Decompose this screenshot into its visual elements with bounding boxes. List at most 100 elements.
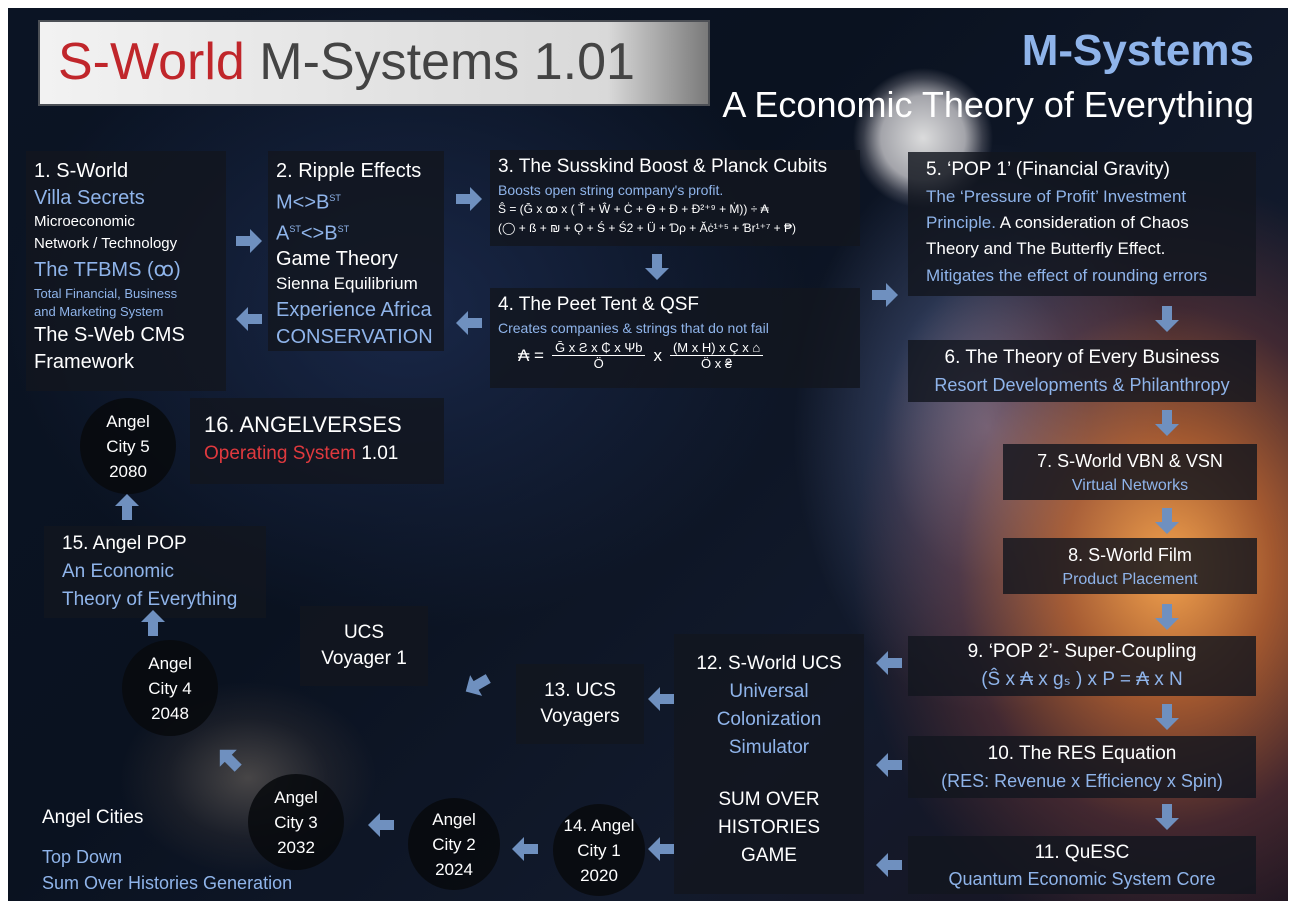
- node-1-line: and Marketing System: [34, 304, 164, 319]
- arrow-up-icon: [112, 492, 142, 522]
- node-8-s-world-film: 8. S-World Film Product Placement: [1003, 538, 1257, 594]
- legend-title: Angel Cities: [42, 807, 144, 828]
- node-2-text: A: [276, 222, 290, 245]
- arrow-left-icon: [510, 834, 540, 864]
- angel-city-3: Angel City 3 2032: [248, 774, 344, 870]
- node-4-peet-tent: 4. The Peet Tent & QSF Creates companies…: [490, 288, 860, 388]
- fraction-2-numerator: (M x H) x Ç x ⌂: [669, 340, 764, 356]
- brand-title: M-Systems: [1021, 26, 1254, 75]
- formula-lhs: ₳ =: [518, 345, 544, 365]
- node-15-line: Theory of Everything: [62, 589, 238, 610]
- node-2-line: Game Theory: [276, 248, 398, 271]
- node-5-title: 5. ‘POP 1’ (Financial Gravity): [926, 159, 1170, 180]
- node-13-ucs-voyagers: 13. UCS Voyagers: [516, 664, 644, 744]
- node-4-line: Creates companies & strings that do not …: [498, 320, 769, 336]
- node-12-line: Universal: [729, 681, 809, 702]
- city-line: Angel: [106, 411, 150, 431]
- node-1-line: The S-Web CMS: [34, 324, 185, 346]
- diagram-canvas: S-World M-Systems 1.01 M-Systems A Econo…: [8, 8, 1288, 901]
- legend: Angel Cities Top Down Sum Over Histories…: [42, 804, 292, 896]
- node-5-line: The ‘Pressure of Profit’ Investment: [926, 187, 1187, 206]
- node-5-line: Mitigates the effect of rounding errors: [926, 266, 1208, 285]
- node-5-line: Principle. A consideration of Chaos: [926, 210, 1248, 236]
- city-line: 2032: [277, 837, 315, 857]
- arrow-left-icon: [646, 684, 676, 714]
- node-2-text: M<>B: [276, 191, 330, 214]
- node-11-quesc: 11. QuESC Quantum Economic System Core: [908, 836, 1256, 894]
- arrow-left-icon: [874, 750, 904, 780]
- node-16-title: 16. ANGELVERSES: [204, 412, 402, 437]
- node-3-susskind-boost: 3. The Susskind Boost & Planck Cubits Bo…: [490, 150, 860, 246]
- node-6-line: Resort Developments & Philanthropy: [934, 375, 1230, 395]
- city-line: 14. Angel: [563, 815, 635, 835]
- arrow-right-icon: [234, 226, 264, 256]
- city-line: Angel: [432, 809, 476, 829]
- node-7-line: Virtual Networks: [1071, 477, 1189, 494]
- city-line: 2024: [435, 859, 473, 879]
- node-8-title: 8. S-World Film: [1068, 545, 1192, 565]
- arrow-up-left-icon: [214, 744, 244, 774]
- node-2-line: Experience Africa: [276, 299, 432, 322]
- city-line: City 4: [148, 678, 192, 698]
- node-3-formula: Ŝ = (Ḡ x ꝏ x ( Ť + Ŵ + Ċ + Ө + Đ + Ð²⁺⁹ …: [498, 202, 769, 216]
- node-10-line: (RES: Revenue x Efficiency x Spin): [941, 771, 1223, 791]
- node-5-line: Theory and The Butterfly Effect.: [926, 239, 1166, 258]
- node-1-line: Villa Secrets: [34, 187, 145, 209]
- arrow-up-icon: [138, 608, 168, 638]
- angel-city-2: Angel City 2 2024: [408, 798, 500, 890]
- fraction-1: Ḡ x Ƨ x ₵ x Ψb Ö: [552, 340, 646, 371]
- arrow-down-icon: [642, 252, 672, 282]
- node-15-title: 15. Angel POP: [62, 533, 187, 554]
- node-12-line: HISTORIES: [717, 817, 821, 838]
- node-1-line: Total Financial, Business: [34, 286, 178, 301]
- arrow-left-icon: [234, 304, 264, 334]
- angel-city-4: Angel City 4 2048: [122, 640, 218, 736]
- node-ucs-voyager-1: UCS Voyager 1: [300, 606, 428, 686]
- arrow-left-icon: [646, 834, 676, 864]
- node-2-title: 2. Ripple Effects: [276, 160, 422, 182]
- node-3-formula: (◯ + ß + ₪ + Ǫ + Ś + Ś2 + Ü + Ɗρ + Ăċ¹⁺⁵…: [498, 221, 797, 235]
- arrow-down-icon: [1152, 602, 1182, 632]
- node-1-s-world: 1. S-World Villa Secrets Microeconomic N…: [26, 151, 226, 391]
- fraction-1-numerator: Ḡ x Ƨ x ₵ x Ψb: [552, 340, 646, 356]
- arrow-down-icon: [1152, 304, 1182, 334]
- node-3-line: Boosts open string company's profit.: [498, 182, 724, 198]
- fraction-2: (M x H) x Ç x ⌂ Ö x ₴: [669, 340, 764, 371]
- node-2-line: CONSERVATION: [276, 326, 433, 349]
- city-line: City 2: [432, 834, 476, 854]
- arrow-down-icon: [1152, 802, 1182, 832]
- node-12-line: SUM OVER: [718, 789, 820, 810]
- node-1-title: 1. S-World: [34, 160, 129, 182]
- node-5-text: A consideration of Chaos: [995, 213, 1189, 232]
- node-4-title: 4. The Peet Tent & QSF: [498, 294, 700, 315]
- fraction-2-denominator: Ö x ₴: [701, 356, 733, 371]
- arrow-down-icon: [1152, 408, 1182, 438]
- node-9-formula: (Ŝ x ₳ x gₛ ) x P = ₳ x N: [981, 669, 1183, 690]
- node-11-title: 11. QuESC: [1034, 842, 1130, 863]
- node-2-sup: ST: [289, 223, 301, 234]
- node-8-line: Product Placement: [1062, 571, 1198, 588]
- node-16-line: Operating System 1.01: [204, 440, 430, 468]
- node-2-line: Sienna Equilibrium: [276, 274, 418, 294]
- ucs-voyager-line: UCS: [343, 622, 385, 643]
- node-15-line: An Economic: [62, 561, 174, 582]
- node-16-text: 1.01: [356, 443, 399, 464]
- node-11-line: Quantum Economic System Core: [948, 869, 1216, 889]
- angel-city-5: Angel City 5 2080: [80, 398, 176, 494]
- fraction-1-denominator: Ö: [593, 356, 604, 371]
- node-7-vbn-vsn: 7. S-World VBN & VSN Virtual Networks: [1003, 444, 1257, 500]
- node-16-angelverses: 16. ANGELVERSES Operating System 1.01: [190, 398, 444, 484]
- node-1-line: Framework: [34, 351, 135, 373]
- node-7-title: 7. S-World VBN & VSN: [1037, 451, 1223, 471]
- page-title: S-World M-Systems 1.01: [58, 32, 635, 92]
- city-line: City 1: [577, 840, 621, 860]
- node-2-line: AST<>BST: [276, 216, 436, 247]
- ucs-voyager-line: Voyager 1: [321, 648, 407, 669]
- arrow-right-icon: [870, 280, 900, 310]
- formula-times: x: [653, 345, 662, 365]
- node-13-line: Voyagers: [540, 706, 620, 727]
- city-line: City 5: [106, 436, 150, 456]
- title-bar: S-World M-Systems 1.01: [40, 22, 708, 104]
- arrow-down-icon: [1152, 702, 1182, 732]
- subtitle: A Economic Theory of Everything: [722, 84, 1254, 125]
